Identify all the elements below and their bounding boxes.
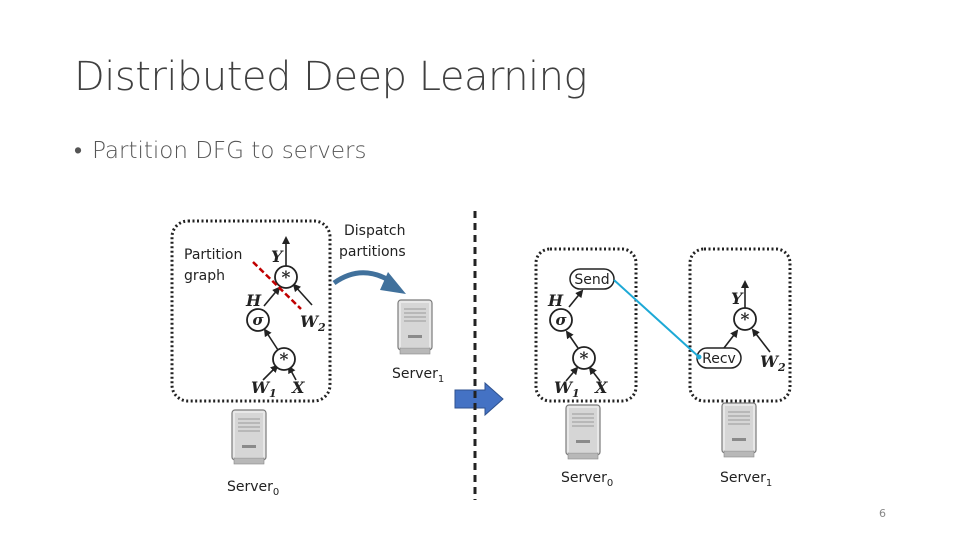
label-w2: W2 <box>300 312 326 334</box>
bullet-dot: • <box>74 138 83 164</box>
partition-graph-box <box>170 219 332 403</box>
link-endpoint <box>696 354 702 360</box>
label-y: Y <box>271 247 284 266</box>
label-x: X <box>291 378 305 397</box>
label-y: Y <box>731 289 744 308</box>
sigma-node <box>549 308 573 332</box>
server-icon <box>231 409 267 465</box>
label-h: H <box>547 291 564 310</box>
dispatch-label-1: Dispatch <box>344 223 406 239</box>
server-label-left: Server0 <box>227 479 279 498</box>
mult-symbol: * <box>280 350 289 370</box>
bullet-text: Partition DFG to servers <box>92 138 367 164</box>
mult-node <box>572 346 596 370</box>
mult-symbol: * <box>741 310 750 330</box>
dispatch-arrow <box>332 270 394 286</box>
label-w1: W1 <box>554 378 580 400</box>
server-icon <box>565 404 601 460</box>
server-icon <box>397 299 433 355</box>
dispatch-label-2: partitions <box>339 244 406 260</box>
partition-box-1 <box>688 247 792 403</box>
sigma-symbol: σ <box>252 311 264 329</box>
sigma-symbol: σ <box>555 311 567 329</box>
mult-node <box>733 307 757 331</box>
partition-graph-label-2: graph <box>184 268 225 284</box>
partition-cut-line <box>252 261 302 310</box>
server-icon <box>721 402 757 458</box>
dispatch-arrow-head <box>380 272 406 294</box>
server-label-right-1: Server1 <box>720 470 772 489</box>
bullet-point: • Partition DFG to servers <box>74 137 367 164</box>
label-w2: W2 <box>760 352 786 374</box>
mult-symbol: * <box>580 349 589 369</box>
label-h: H <box>245 291 262 310</box>
transition-arrow <box>454 381 504 417</box>
mult-node-top <box>274 265 298 289</box>
send-label: Send <box>574 272 609 288</box>
partition-box-0 <box>534 247 638 403</box>
page-number: 6 <box>879 507 886 520</box>
server-label-middle: Server1 <box>392 366 444 385</box>
mult-symbol: * <box>282 268 291 288</box>
recv-label: Recv <box>702 351 736 367</box>
send-recv-link <box>613 279 700 358</box>
partition-graph-label-1: Partition <box>184 247 242 263</box>
label-w1: W1 <box>251 378 277 400</box>
label-x: X <box>594 378 608 397</box>
send-node <box>569 268 615 290</box>
sigma-node <box>246 308 270 332</box>
mult-node-bottom <box>272 347 296 371</box>
server-label-right-0: Server0 <box>561 470 613 489</box>
slide-title: Distributed Deep Learning <box>74 54 588 100</box>
